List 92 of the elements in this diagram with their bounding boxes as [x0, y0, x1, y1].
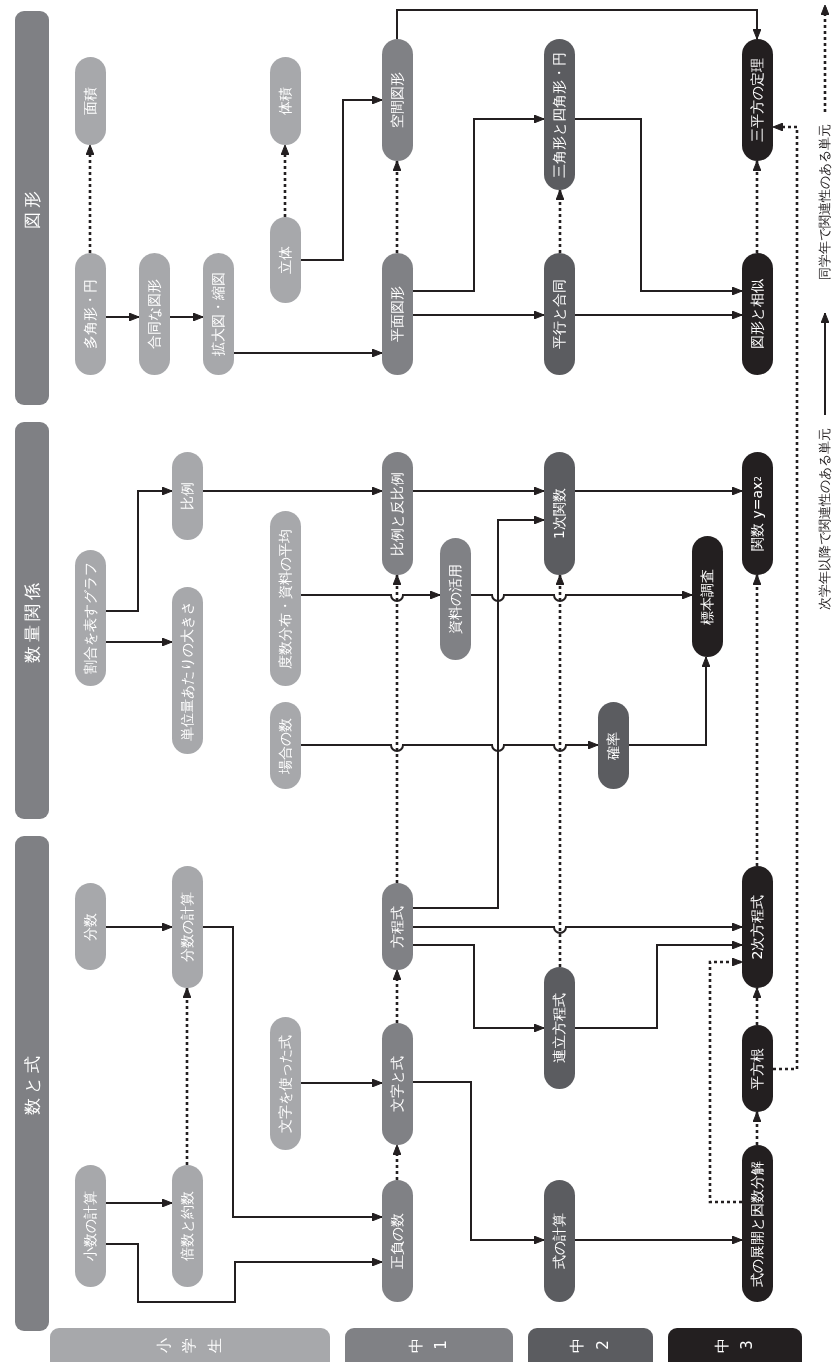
unit-pill: 式の計算 — [544, 1180, 575, 1302]
dotted-arrow — [182, 987, 192, 1165]
arrow — [574, 310, 743, 320]
legend-text: 次学年以降で関連性のある単元 — [818, 428, 832, 610]
dotted-arrow — [752, 160, 762, 253]
unit-pill: 面積 — [75, 57, 106, 145]
arrow — [202, 486, 383, 496]
dotted-arrow — [752, 574, 762, 866]
arrow — [412, 944, 545, 1033]
arrow — [300, 740, 599, 752]
dotted-arrow — [392, 160, 402, 253]
unit-pill: 多角形・円 — [75, 253, 106, 375]
dotted-arrow — [280, 144, 290, 217]
unit-pill: 資料の活用 — [440, 538, 471, 660]
arrow — [470, 590, 693, 602]
grade-label: 小学生 — [153, 1337, 225, 1353]
arrow — [412, 922, 743, 934]
unit-pill: 空間図形 — [382, 39, 413, 161]
dotted-arrow — [752, 1111, 762, 1145]
arrow — [105, 922, 173, 932]
unit-pill: 文字を使った式 — [270, 1017, 301, 1150]
unit-pill: 度数分布・資料の平均 — [270, 511, 301, 686]
arrow — [412, 114, 545, 292]
grade-bar — [528, 1328, 653, 1362]
unit-pill: 確率 — [598, 702, 629, 789]
unit-pill: 分数 — [75, 883, 106, 970]
unit-pill: 2次方程式 — [742, 866, 773, 988]
arrow — [412, 486, 545, 496]
unit-pill: 倍数と約数 — [172, 1165, 203, 1287]
arrow — [202, 926, 383, 1222]
unit-pill: 標本調査 — [692, 536, 723, 657]
unit-pill: 立体 — [270, 217, 301, 303]
unit-pill: 比例 — [172, 452, 203, 540]
grade-bar — [345, 1328, 513, 1362]
unit-pill: 拡大図・縮図 — [203, 253, 234, 375]
arrow — [105, 1243, 383, 1303]
arrow — [574, 940, 743, 1029]
arrow — [105, 486, 173, 612]
dotted-arrow — [392, 574, 402, 883]
unit-pill: 小数の計算 — [75, 1165, 106, 1287]
arrow — [300, 1078, 383, 1088]
grade-label: 中2 — [567, 1337, 613, 1353]
dotted-arrow — [752, 987, 762, 1025]
unit-pill: 文字と式 — [382, 1023, 413, 1145]
legend-text: 同学年で関連性のある単元 — [818, 124, 832, 280]
category-header: 図形 — [15, 11, 49, 405]
unit-pill: 三平方の定理 — [742, 39, 773, 161]
unit-pill: 平方根 — [742, 1025, 773, 1112]
arrow — [300, 590, 441, 602]
unit-pill: 図形と相似 — [742, 253, 773, 375]
arrow — [574, 1235, 743, 1245]
arrow — [396, 9, 762, 40]
grade-label: 中3 — [711, 1337, 757, 1353]
dotted-arrow — [772, 122, 799, 1071]
grade-label: 中1 — [405, 1337, 451, 1353]
arrow — [412, 515, 545, 909]
dotted-arrow — [555, 574, 565, 967]
unit-pill: 分数の計算 — [172, 866, 203, 988]
unit-pill: 単位量あたりの大きさ — [172, 587, 203, 754]
unit-pill: 体積 — [270, 57, 301, 145]
dotted-arrow — [555, 189, 565, 253]
arrow — [105, 1198, 173, 1208]
unit-pill: 割合を表すグラフ — [75, 550, 106, 686]
category-header: 数と式 — [15, 836, 49, 1331]
grade-bar — [50, 1328, 330, 1362]
dotted-arrow — [85, 144, 95, 253]
unit-pill: 平面図形 — [382, 253, 413, 375]
arrow — [412, 310, 545, 320]
unit-pill: 場合の数 — [270, 702, 301, 789]
arrow — [574, 486, 743, 496]
unit-pill: 三角形と四角形・円 — [544, 39, 575, 190]
grade-bar — [668, 1328, 802, 1362]
unit-pill: 平行と合同 — [544, 253, 575, 375]
arrow — [300, 95, 383, 261]
unit-pill: 1次関数 — [544, 452, 575, 575]
unit-pill: 連立方程式 — [544, 967, 575, 1089]
arrow — [233, 348, 383, 358]
unit-pill: 比例と反比例 — [382, 452, 413, 575]
unit-pill: 式の展開と因数分解 — [742, 1145, 773, 1302]
dotted-arrow — [392, 969, 402, 1023]
category-header: 数量関係 — [15, 422, 49, 819]
dotted-arrow — [708, 957, 743, 1204]
arrow — [105, 637, 173, 647]
unit-pill: 方程式 — [382, 883, 413, 970]
unit-pill: 正負の数 — [382, 1180, 413, 1302]
arrow — [412, 1081, 545, 1245]
arrow — [574, 118, 743, 296]
arrow — [105, 312, 140, 322]
unit-pill: 合同な図形 — [139, 253, 170, 375]
dotted-arrow — [392, 1144, 402, 1180]
arrow — [169, 312, 204, 322]
arrow — [628, 656, 711, 746]
